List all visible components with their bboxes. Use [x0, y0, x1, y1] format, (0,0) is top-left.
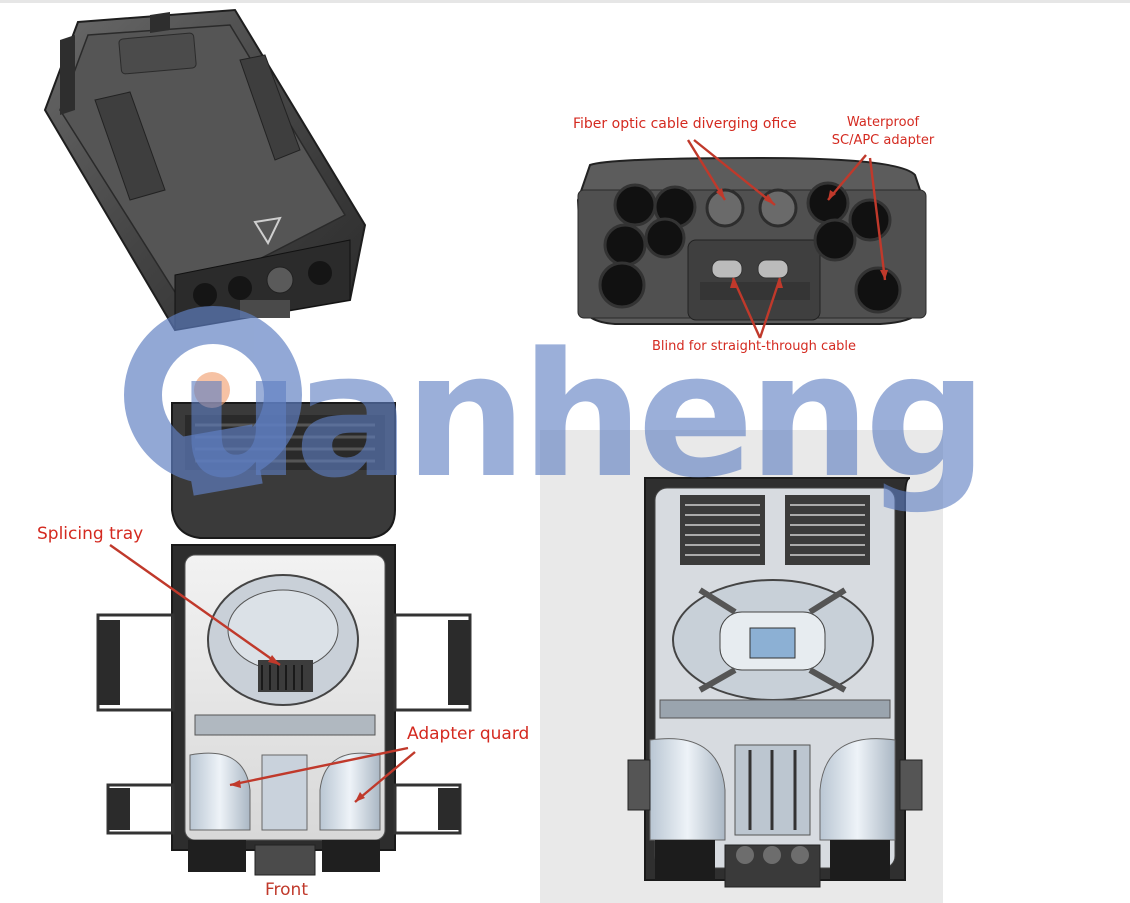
label-adapter-guard: Adapter quard — [407, 724, 530, 744]
label-waterproof-line2: SC/APC adapter — [831, 133, 935, 148]
left-callout-arrowheads — [230, 655, 365, 802]
closed-enclosure-view — [43, 8, 367, 332]
top-divider — [0, 0, 1130, 3]
watermark-logo — [124, 306, 302, 496]
open-enclosure-left — [96, 402, 472, 876]
port-end-view — [576, 156, 927, 325]
label-front: Front — [265, 880, 308, 900]
label-splicing-tray: Splicing tray — [37, 524, 144, 544]
label-fiber-optic-diverging: Fiber optic cable diverging ofice — [573, 116, 797, 132]
left-callout-arrows — [109, 544, 416, 803]
open-enclosure-right — [627, 477, 923, 888]
label-waterproof-line1: Waterproof — [846, 115, 920, 130]
port-callout-arrowheads — [716, 188, 888, 288]
port-callout-arrows — [686, 139, 887, 339]
label-blind-straight-through: Blind for straight-through cable — [652, 339, 857, 354]
